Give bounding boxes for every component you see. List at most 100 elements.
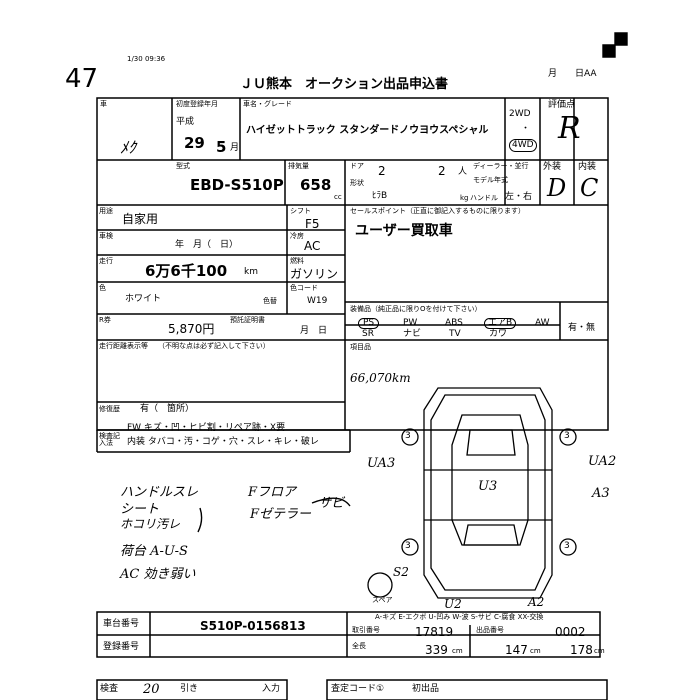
displacement: 658 <box>300 176 332 194</box>
mark-ua2: UA2 <box>588 454 617 469</box>
usage-label: 用途 <box>99 207 113 215</box>
color-rep-label: 色替 <box>263 297 277 305</box>
height: 178 <box>570 643 593 657</box>
car-name-label: 車名・グレード <box>243 100 292 108</box>
length: 339 <box>425 643 448 657</box>
input-label: 入力 <box>262 684 281 694</box>
trade-no: 17819 <box>415 625 454 639</box>
pull-label: 引き <box>180 684 199 694</box>
height-cm: cm <box>594 647 605 655</box>
displacement-label: 排気量 <box>288 162 309 170</box>
chassis-number: S510P-0156813 <box>200 619 306 633</box>
displacement-unit: cc <box>334 193 342 201</box>
usage: 自家用 <box>122 212 159 226</box>
length-cm: cm <box>452 647 463 655</box>
note-front-floor: Fフロア <box>248 485 297 500</box>
lot-no: 0002 <box>555 625 586 639</box>
drive-4wd: 4WD <box>509 139 537 152</box>
interior-grade: C <box>580 174 599 202</box>
legend-row1: FW キズ・凹・ヒビ割・リペア跡・X要 <box>127 423 286 433</box>
exterior-label: 外装 <box>543 162 562 172</box>
fuel-label: 燃料 <box>290 257 304 265</box>
car-name: ハイゼットトラック スタンダードノウヨウスペシャル <box>246 125 489 136</box>
mark-u3: U3 <box>478 479 498 494</box>
color: ホワイト <box>125 294 162 304</box>
wheel-fr-label: 3 <box>564 431 570 441</box>
reg-month: 5 <box>216 138 227 156</box>
first-listing: 初出品 <box>412 684 440 694</box>
repair-value: 有（ 箇所） <box>140 404 195 414</box>
history-sub: （不明な点は必ず記入して下さい） <box>158 342 270 350</box>
remarks-mileage: 66,070km <box>350 371 411 385</box>
inspect-value: 20 <box>143 682 160 697</box>
recycle-date: 月 日 <box>300 326 328 336</box>
doors: 2 <box>378 164 386 178</box>
reg-year: 29 <box>184 134 205 152</box>
note-bed: 荷台 A-U-S <box>120 544 188 559</box>
lot-no-label: 出品番号 <box>476 626 504 634</box>
doors-label: ドア <box>350 162 364 170</box>
maker-label: 車 <box>100 100 107 108</box>
equipment-label: 装備品（純正品に限りOを付けて下さい） <box>350 305 482 313</box>
equip-leather: カワ <box>489 329 508 339</box>
sales-point-text: ユーザー買取車 <box>355 223 453 239</box>
equip-sr: SR <box>362 329 374 339</box>
date-day-label: 日AA <box>575 69 597 79</box>
remarks-label: 項目品 <box>350 343 371 351</box>
inspection-label: 車検 <box>99 232 113 240</box>
note-front-seat: Fゼテラー <box>250 507 312 522</box>
appraisal-code-label: 査定コード① <box>331 684 385 694</box>
note-tear: ホコリ汚レ <box>120 517 181 531</box>
date-month-label: 月 <box>548 69 558 79</box>
length-label: 全長 <box>352 642 366 650</box>
mark-s2: S2 <box>393 565 409 579</box>
corner-number: 47 <box>65 64 99 94</box>
wheel-rr-label: 3 <box>564 541 570 551</box>
color-code-label: 色コード <box>290 284 318 292</box>
drive-dot: ・ <box>521 124 531 134</box>
trade-no-label: 取引番号 <box>352 626 380 634</box>
model-label: 型式 <box>176 162 190 170</box>
ac-label: 冷房 <box>290 232 304 240</box>
seats-unit: 人 <box>458 167 468 177</box>
timestamp: 1/30 09:36 <box>127 55 166 63</box>
equip-navi: ナビ <box>403 329 422 339</box>
handle-label: ハンドル <box>470 194 498 202</box>
seats: 2 <box>438 164 446 178</box>
chassis-label: 車台番号 <box>103 619 140 629</box>
first-reg-label: 初度登録年月 <box>176 100 218 108</box>
fuel: ガソリン <box>290 267 339 281</box>
mark-ua3: UA3 <box>367 456 396 471</box>
spare-label: スペア <box>372 596 393 604</box>
reg-month-unit: 月 <box>230 143 240 153</box>
drive-2wd: 2WD <box>509 109 531 119</box>
mark-a2: A2 <box>528 595 545 609</box>
mileage-label: 走行 <box>99 257 113 265</box>
equip-ps: PS <box>358 318 380 329</box>
grade-label: 評価点 <box>548 100 576 110</box>
note-ac: AC 効き弱い <box>120 567 196 582</box>
shift: F5 <box>305 217 320 231</box>
width-cm: cm <box>530 647 541 655</box>
interior-label: 内装 <box>578 162 597 172</box>
shape: ﾋﾗB <box>372 191 388 201</box>
ac: AC <box>304 239 321 253</box>
recycle-date-label: 預託証明書 <box>230 316 265 324</box>
equip-aw: AW <box>535 318 550 328</box>
recycle: 5,870円 <box>168 322 215 336</box>
legend-row2: 内装 タバコ・汚・コゲ・穴・スレ・キレ・破レ <box>127 437 319 447</box>
exterior-grade: D <box>547 174 567 202</box>
repair-label: 修復歴 <box>99 405 120 413</box>
shift-label: シフト <box>290 207 311 215</box>
history-label: 走行距離表示等 <box>99 342 148 350</box>
equip-abs: ABS <box>445 318 463 328</box>
dealer-label: ディーラー・並行 <box>473 162 529 170</box>
color-code: W19 <box>307 296 328 306</box>
sales-point-label: セールスポイント（正直に御記入するものに限ります） <box>350 207 525 215</box>
model-code: EBD-S510P <box>190 176 284 194</box>
handle-options: 左・右 <box>505 192 533 202</box>
wheel-fl-label: 3 <box>405 431 411 441</box>
note-seat: シート <box>120 502 160 517</box>
equip-airbag: エアB <box>484 318 517 329</box>
